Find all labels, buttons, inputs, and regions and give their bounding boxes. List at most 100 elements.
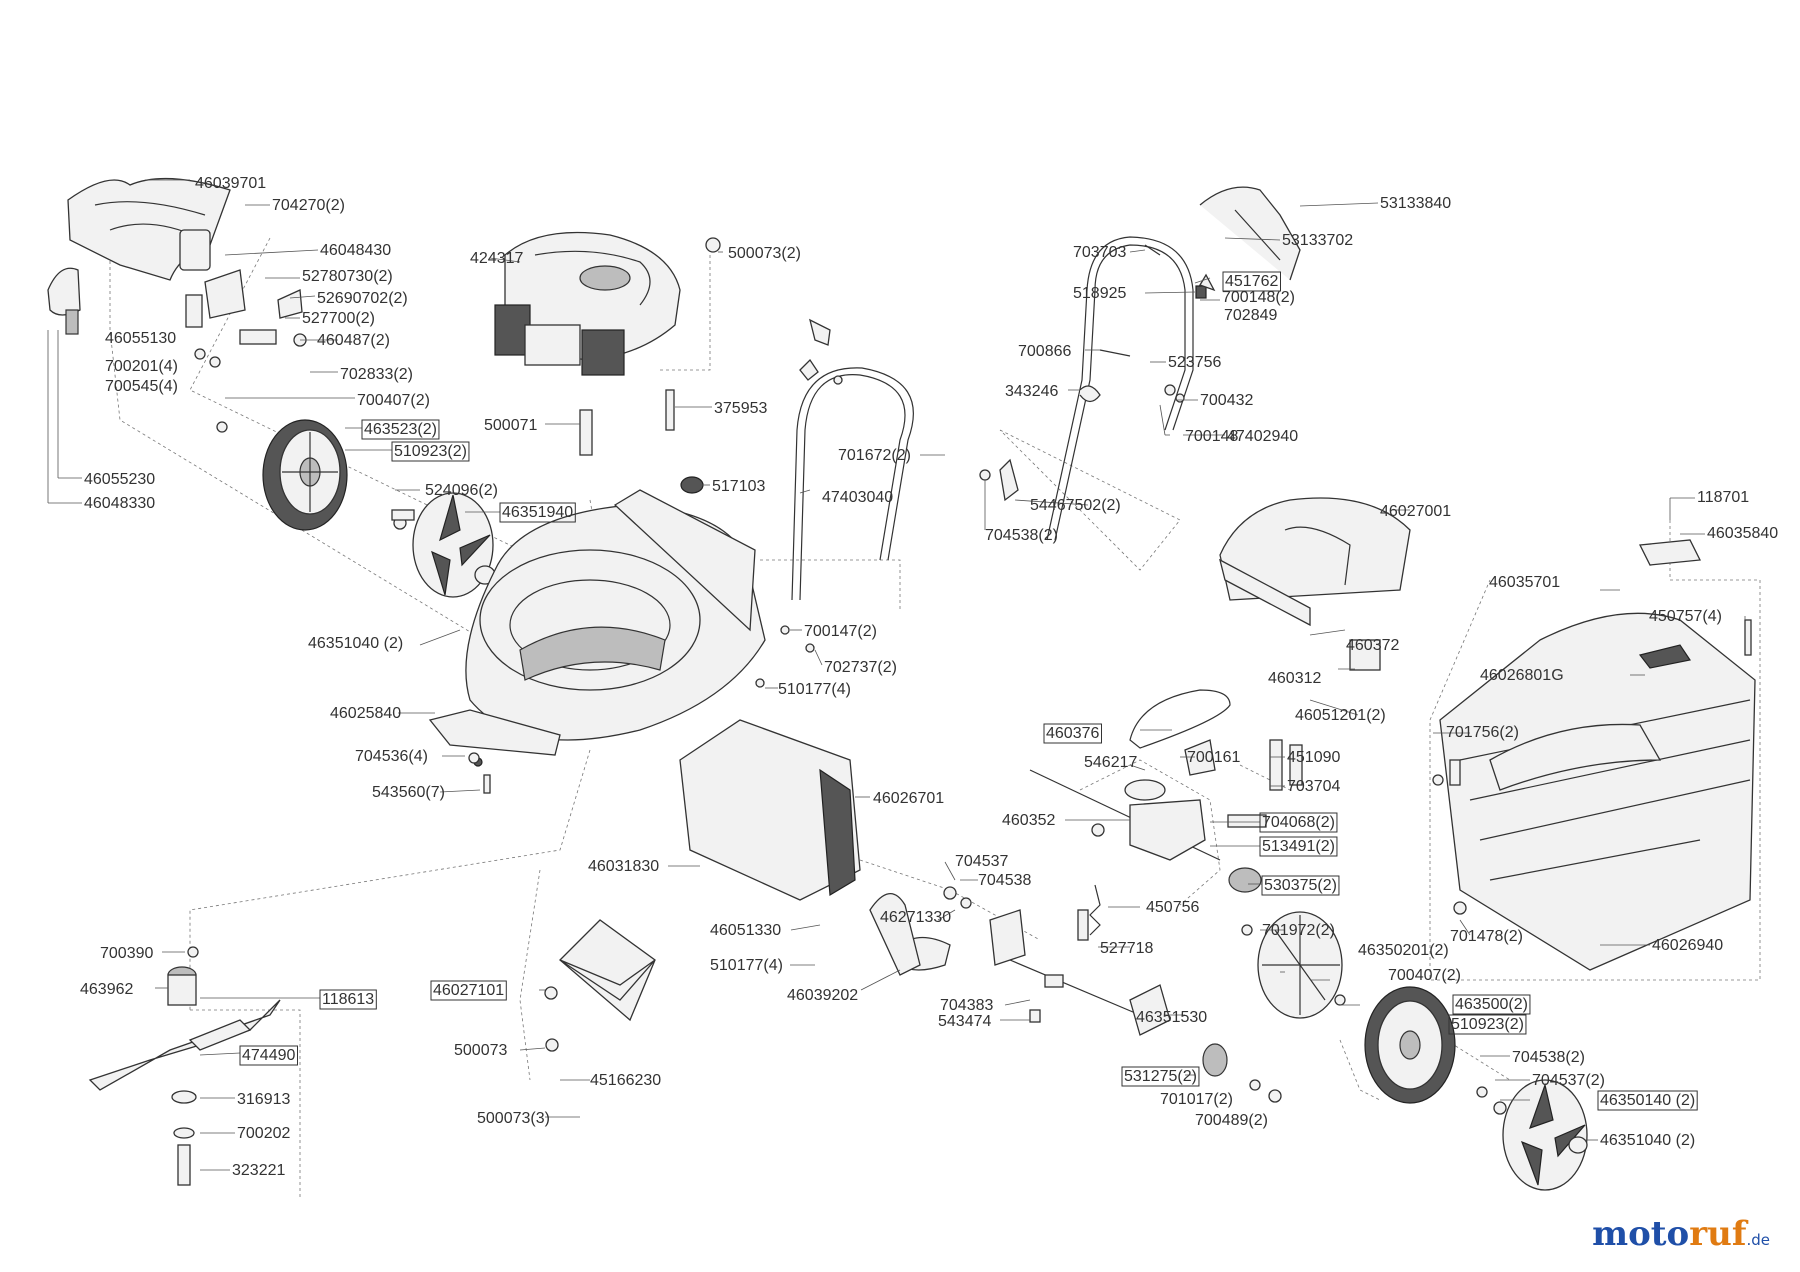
part-label: 46048330: [84, 495, 155, 512]
part-number-box: [1261, 875, 1340, 896]
part-label: 523756: [1168, 354, 1221, 371]
blade-part: [88, 946, 281, 1186]
part-number: 703703: [1073, 244, 1126, 261]
part-label: 700148(2): [1222, 289, 1295, 306]
part-number: 46351530: [1136, 1009, 1207, 1026]
part-number: 704537(2): [1532, 1072, 1605, 1089]
part-number: 500073(2): [728, 245, 801, 262]
part-number: 54467502(2): [1030, 497, 1121, 514]
part-number: 424317: [470, 250, 523, 267]
engine-part: [494, 231, 681, 376]
part-number: 460376: [1046, 725, 1099, 742]
part-number: 460487(2): [317, 332, 390, 349]
part-label: 703703: [1073, 244, 1126, 261]
part-number: 704538(2): [1512, 1049, 1585, 1066]
part-number: 460312: [1268, 670, 1321, 687]
part-number: 700201(4): [105, 358, 178, 375]
part-label: 701672(2): [838, 447, 911, 464]
part-number: 546217: [1084, 754, 1137, 771]
part-label: 424317: [470, 250, 523, 267]
part-number: 46350140 (2): [1600, 1092, 1695, 1109]
drive-belt-part: [1129, 689, 1231, 749]
part-label: 701478(2): [1450, 928, 1523, 945]
part-label: 46026801G: [1480, 667, 1564, 684]
part-label: 118613: [319, 989, 377, 1010]
part-number: 701972(2): [1262, 922, 1335, 939]
part-number: 702833(2): [340, 366, 413, 383]
part-label: 451762: [1222, 271, 1281, 292]
part-number: 46351040 (2): [1600, 1132, 1695, 1149]
part-label: 543474: [938, 1013, 991, 1030]
part-number: 46350201(2): [1358, 942, 1449, 959]
part-number-box: [319, 989, 377, 1010]
part-label: 510923(2): [1448, 1014, 1527, 1035]
part-label: 46051201(2): [1295, 707, 1386, 724]
part-label: 46048430: [320, 242, 391, 259]
part-number: 46055130: [105, 330, 176, 347]
gearbox-part: [1029, 769, 1262, 936]
part-label: 460376: [1043, 723, 1102, 744]
part-label: 546217: [1084, 754, 1137, 771]
part-label: 46026701: [873, 790, 944, 807]
part-number: 543560(7): [372, 784, 445, 801]
part-label: 701756(2): [1446, 724, 1519, 741]
part-label: 704538: [978, 872, 1031, 889]
site-watermark: motoruf.de: [1592, 1214, 1770, 1254]
part-number: 450757(4): [1649, 608, 1722, 625]
part-label: 460312: [1268, 670, 1321, 687]
part-label: 524096(2): [425, 482, 498, 499]
part-label: 500073(3): [477, 1110, 550, 1127]
part-label: 513491(2): [1259, 836, 1338, 857]
part-label: 700147(2): [804, 623, 877, 640]
part-label: 46051330: [710, 922, 781, 939]
part-number: 704538(2): [985, 527, 1058, 544]
part-number-box: [361, 419, 440, 440]
mower-deck-part: [428, 489, 766, 767]
part-number-box: [1597, 1090, 1698, 1111]
part-number: 700148(2): [1222, 289, 1295, 306]
part-number: 46026801G: [1480, 667, 1564, 684]
part-label: 701972(2): [1262, 922, 1335, 939]
part-number: 510923(2): [394, 443, 467, 460]
part-number: 700202: [237, 1125, 290, 1142]
part-number: 46055230: [84, 471, 155, 488]
part-number: 700545(4): [105, 378, 178, 395]
part-label: 700489(2): [1195, 1112, 1268, 1129]
part-label: 702737(2): [824, 659, 897, 676]
part-label: 700148: [1185, 428, 1238, 445]
part-label: 451090: [1287, 749, 1340, 766]
part-label: 316913: [237, 1091, 290, 1108]
right-drive-wheel-part: [1257, 911, 1456, 1104]
handle-lower-part: [791, 318, 914, 601]
part-number: 118701: [1697, 489, 1749, 506]
part-number: 500073(3): [477, 1110, 550, 1127]
part-label: 53133840: [1380, 195, 1451, 212]
part-label: 700866: [1018, 343, 1071, 360]
part-label: 702849: [1224, 307, 1277, 324]
part-number: 704538: [978, 872, 1031, 889]
part-number: 500073: [454, 1042, 507, 1059]
part-label: 474490: [239, 1045, 298, 1066]
part-label: 375953: [714, 400, 767, 417]
part-number: 513491(2): [1262, 838, 1335, 855]
part-label: 323221: [232, 1162, 285, 1179]
part-label: 46351040 (2): [308, 635, 403, 652]
right-hubcap-part: [1502, 1079, 1588, 1191]
part-number: 46351040 (2): [308, 635, 403, 652]
part-number: 316913: [237, 1091, 290, 1108]
part-label: 700407(2): [357, 392, 430, 409]
part-label: 463523(2): [361, 419, 440, 440]
part-label: 704537: [955, 853, 1008, 870]
part-label: 118701: [1697, 489, 1749, 506]
part-number: 323221: [232, 1162, 285, 1179]
part-label: 704383: [940, 997, 993, 1014]
part-number: 700866: [1018, 343, 1071, 360]
part-number-box: [1121, 1066, 1200, 1087]
part-number: 700148: [1185, 428, 1238, 445]
leader-lines: [47, 179, 1746, 1171]
left-rear-wheel-part: [262, 419, 348, 531]
part-label: 700407(2): [1388, 967, 1461, 984]
part-number: 700147(2): [804, 623, 877, 640]
part-number: 510177(4): [778, 681, 851, 698]
